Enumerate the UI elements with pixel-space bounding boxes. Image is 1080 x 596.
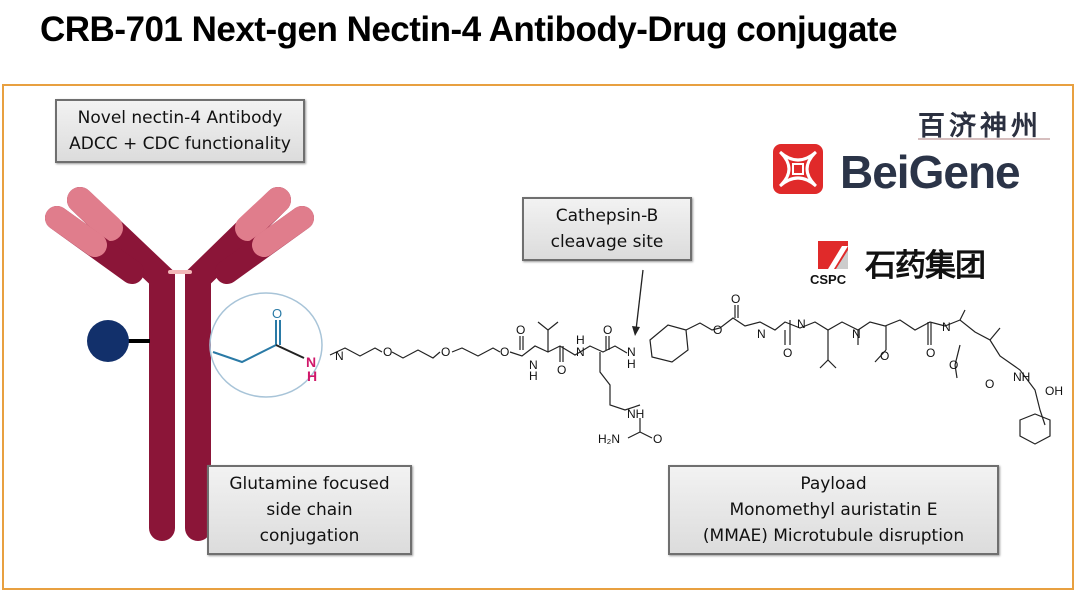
glutamine-highlight-circle (209, 292, 323, 398)
atom-label: O (949, 358, 958, 372)
cspc-logo-icon (818, 241, 848, 269)
antibody-icon (45, 187, 314, 541)
atom-label: N (757, 327, 766, 341)
atom-label: O (557, 363, 566, 377)
atom-label: N (306, 354, 316, 370)
atom-label: NH (627, 407, 644, 421)
cspc-logo-text: CSPC (810, 272, 847, 287)
atom-label: O (653, 432, 662, 446)
atom-label: H (627, 357, 636, 371)
atom-label: OH (1045, 384, 1063, 398)
callout-line: conjugation (259, 526, 360, 546)
atom-label: NH (1013, 370, 1030, 384)
beigene-chinese-logo-text: 百济神州 (918, 111, 1042, 142)
page-title: CRB-701 Next-gen Nectin-4 Antibody-Drug … (40, 10, 898, 49)
atom-label: O (383, 345, 392, 359)
glutamine-sidechain (212, 344, 277, 364)
atom-label: O (441, 345, 450, 359)
atom-label: O (783, 346, 792, 360)
atom-label: N (852, 327, 861, 341)
atom-label: N (797, 317, 806, 331)
payload-callout: Payload Monomethyl auristatin E (MMAE) M… (668, 465, 999, 555)
linker-payload-skeleton (329, 305, 1051, 445)
atom-label: H (529, 369, 538, 383)
cleavage-arrow (635, 269, 644, 331)
content-frame (2, 84, 1074, 590)
conjugated-ball-icon (87, 320, 129, 362)
atom-label: H (576, 333, 585, 347)
atom-labels: N O O O O N H O H N O N H NH H₂N O O O N… (335, 292, 1063, 446)
callout-line: Novel nectin-4 Antibody (77, 108, 283, 128)
atom-label: N (627, 345, 636, 359)
atom-label: O (880, 349, 889, 363)
atom-label: O (516, 323, 525, 337)
callout-line: side chain (266, 500, 353, 520)
atom-label: O (985, 377, 994, 391)
callout-line: Glutamine focused (229, 474, 390, 494)
atom-label: O (272, 306, 282, 321)
atom-label: N (529, 358, 538, 372)
beigene-logo-text: BeiGene (840, 146, 1021, 198)
atom-label: O (926, 346, 935, 360)
cspc-chinese-logo-text: 石药集团 (865, 248, 986, 284)
atom-label: H₂N (598, 432, 620, 446)
callout-line: cleavage site (550, 232, 664, 252)
callout-line: Payload (800, 474, 867, 494)
conjugation-callout: Glutamine focused side chain conjugation (207, 465, 412, 555)
atom-label: O (603, 323, 612, 337)
atom-label: H (307, 368, 317, 384)
callout-line: ADCC + CDC functionality (69, 134, 291, 154)
arrow-head-icon (632, 326, 640, 336)
callout-line: (MMAE) Microtubule disruption (702, 526, 965, 546)
antibody-callout: Novel nectin-4 Antibody ADCC + CDC funct… (55, 99, 305, 163)
atom-label: O (731, 292, 740, 306)
callout-line: Monomethyl auristatin E (729, 500, 938, 520)
atom-label: O (713, 323, 722, 337)
beigene-logo-icon (773, 138, 1050, 194)
atom-label: O (500, 345, 509, 359)
callout-line: Cathepsin-B (555, 206, 659, 226)
atom-label: N (335, 349, 344, 363)
atom-label: N (576, 345, 585, 359)
amide-bond (275, 344, 305, 359)
atom-label: N (942, 320, 951, 334)
cleavage-site-callout: Cathepsin-B cleavage site (522, 197, 692, 261)
